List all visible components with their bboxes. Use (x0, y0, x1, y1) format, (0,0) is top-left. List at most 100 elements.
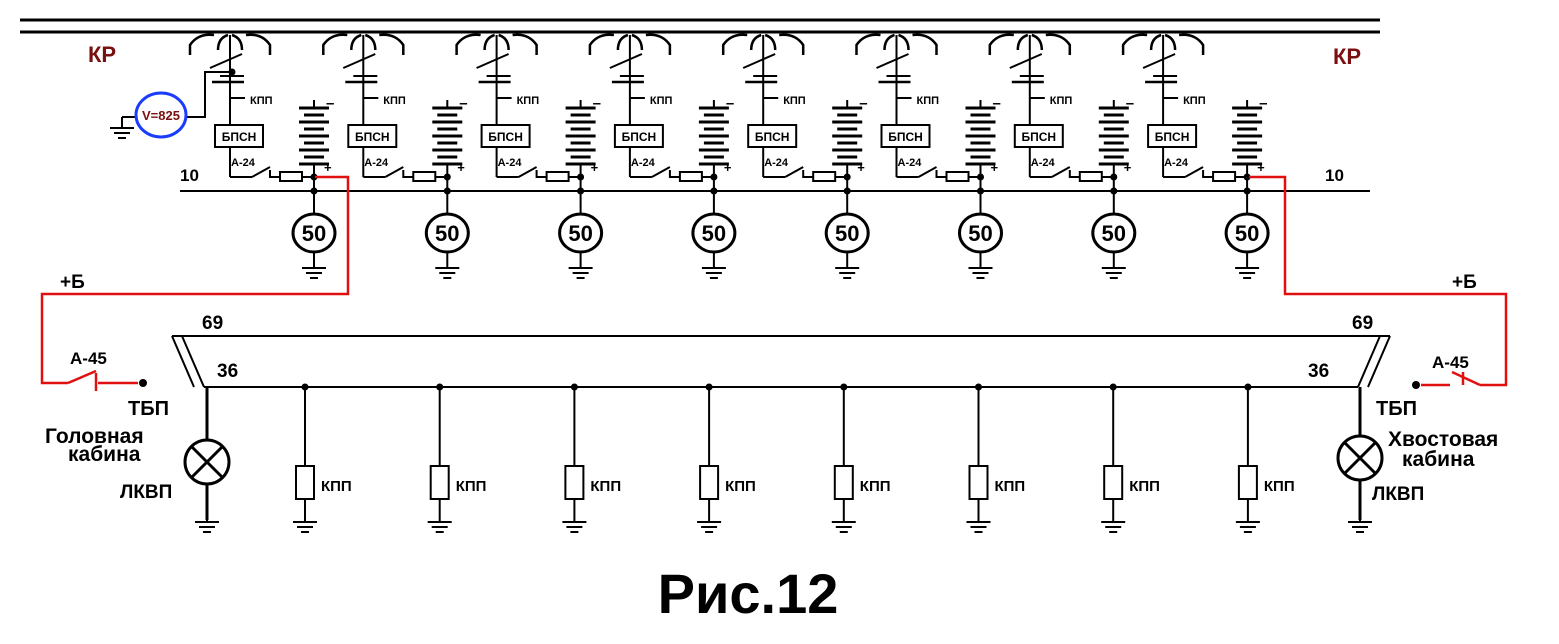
current-collector (855, 33, 938, 85)
current-collector (322, 33, 405, 85)
fuse (678, 171, 703, 182)
relay-kpp-label: КПП (995, 478, 1026, 495)
fuse (279, 171, 303, 182)
head-cabin-label-2: кабина (68, 443, 141, 466)
node (443, 173, 451, 181)
current-collector (988, 33, 1072, 85)
node (310, 173, 318, 181)
load-50-label: 50 (1102, 221, 1126, 246)
bpsn-block (613, 124, 664, 148)
a24-label: А-24 (364, 157, 389, 169)
battery-plus: + (724, 160, 732, 175)
kpp-relay (1101, 383, 1126, 533)
wire-36-label-left: 36 (217, 361, 238, 382)
battery-minus: – (593, 95, 601, 112)
kpp-relay (697, 383, 722, 533)
battery-plus: + (1257, 160, 1265, 175)
tbp-terminal-left (139, 379, 147, 387)
kpp-label: КПП (383, 95, 406, 107)
battery-plus: + (591, 160, 599, 175)
bpsn-block (347, 124, 398, 148)
plus-b-label-left: +Б (60, 272, 85, 293)
battery (832, 100, 863, 191)
relay-kpp-label: КПП (590, 478, 621, 495)
battery-minus: – (1259, 95, 1267, 112)
tail-cabin-label-1: Хвостовая (1388, 428, 1498, 451)
positive-wire-left (40, 175, 350, 391)
battery-plus: + (324, 160, 332, 175)
bpsn-label: БПСН (1155, 130, 1190, 144)
lkvp-label-left: ЛКВП (120, 482, 172, 503)
kpp-relay (1235, 383, 1260, 533)
bpsn-label: БПСН (888, 130, 923, 144)
kr-label-right: КР (1333, 44, 1361, 69)
bpsn-label: БПСН (622, 130, 657, 144)
plus-b-label-right: +Б (1452, 272, 1477, 293)
kpp-relay (562, 383, 587, 533)
kpp-label: КПП (250, 95, 273, 107)
kpp-label: КПП (650, 95, 673, 107)
current-collector (455, 33, 538, 85)
bpsn-block (880, 124, 931, 148)
battery (965, 100, 996, 191)
train-cable (171, 335, 1391, 388)
battery-plus: + (1124, 160, 1132, 175)
positive-wire-right (1249, 175, 1508, 387)
kr-label-left: КР (88, 42, 116, 67)
a45-label-right: А-45 (1432, 353, 1469, 372)
fuse (812, 171, 837, 182)
lamp-head-cabin (183, 387, 231, 520)
tail-cabin-label-2: кабина (1402, 448, 1475, 471)
battery-minus: – (859, 95, 867, 112)
bpsn-label: БПСН (488, 130, 523, 144)
battery (565, 100, 596, 191)
lamp-tail-cabin (1336, 387, 1384, 520)
bpsn-label: БПСН (1022, 130, 1057, 144)
bpsn-block (1013, 124, 1064, 148)
battery (299, 100, 329, 191)
bpsn-label: БПСН (222, 130, 257, 144)
battery-plus: + (457, 160, 465, 175)
lkvp-label-right: ЛКВП (1372, 484, 1424, 505)
load-50-label: 50 (968, 221, 992, 246)
load-50-label: 50 (302, 221, 326, 246)
relay-kpp-label: КПП (1129, 478, 1160, 495)
bpsn-block (214, 124, 264, 148)
battery-minus: – (726, 95, 734, 112)
bpsn-label: БПСН (755, 130, 790, 144)
battery-plus: + (991, 160, 999, 175)
relay-kpp-label: КПП (456, 478, 487, 495)
a24-label: А-24 (898, 157, 923, 169)
node (977, 173, 984, 181)
kpp-relay (293, 383, 317, 533)
current-collector (188, 33, 272, 85)
node (710, 173, 718, 181)
battery-minus: – (459, 95, 467, 112)
node (577, 173, 585, 181)
voltmeter-reading: V=825 (142, 108, 180, 123)
fuse (545, 171, 570, 182)
wire-10-label-right: 10 (1325, 166, 1344, 185)
a45-label-left: А-45 (70, 349, 107, 368)
load-50-label: 50 (702, 221, 726, 246)
load-50-label: 50 (435, 221, 459, 246)
battery-plus: + (857, 160, 865, 175)
a24-label: А-24 (1031, 157, 1056, 169)
battery-minus: – (326, 95, 334, 112)
load-50-label: 50 (835, 221, 859, 246)
lamp-ground (195, 520, 219, 533)
a24-label: А-24 (764, 157, 789, 169)
bpsn-block (1147, 124, 1198, 148)
node (843, 173, 851, 181)
fuse (412, 171, 437, 182)
voltmeter: V=825 (110, 68, 236, 139)
kpp-label: КПП (783, 95, 806, 107)
current-collector (588, 33, 672, 85)
head-cabin-label-1: Головная (45, 425, 144, 448)
tbp-label-right: ТБП (1376, 398, 1417, 420)
tbp-label-left: ТБП (128, 398, 169, 420)
battery-minus: – (993, 95, 1001, 112)
